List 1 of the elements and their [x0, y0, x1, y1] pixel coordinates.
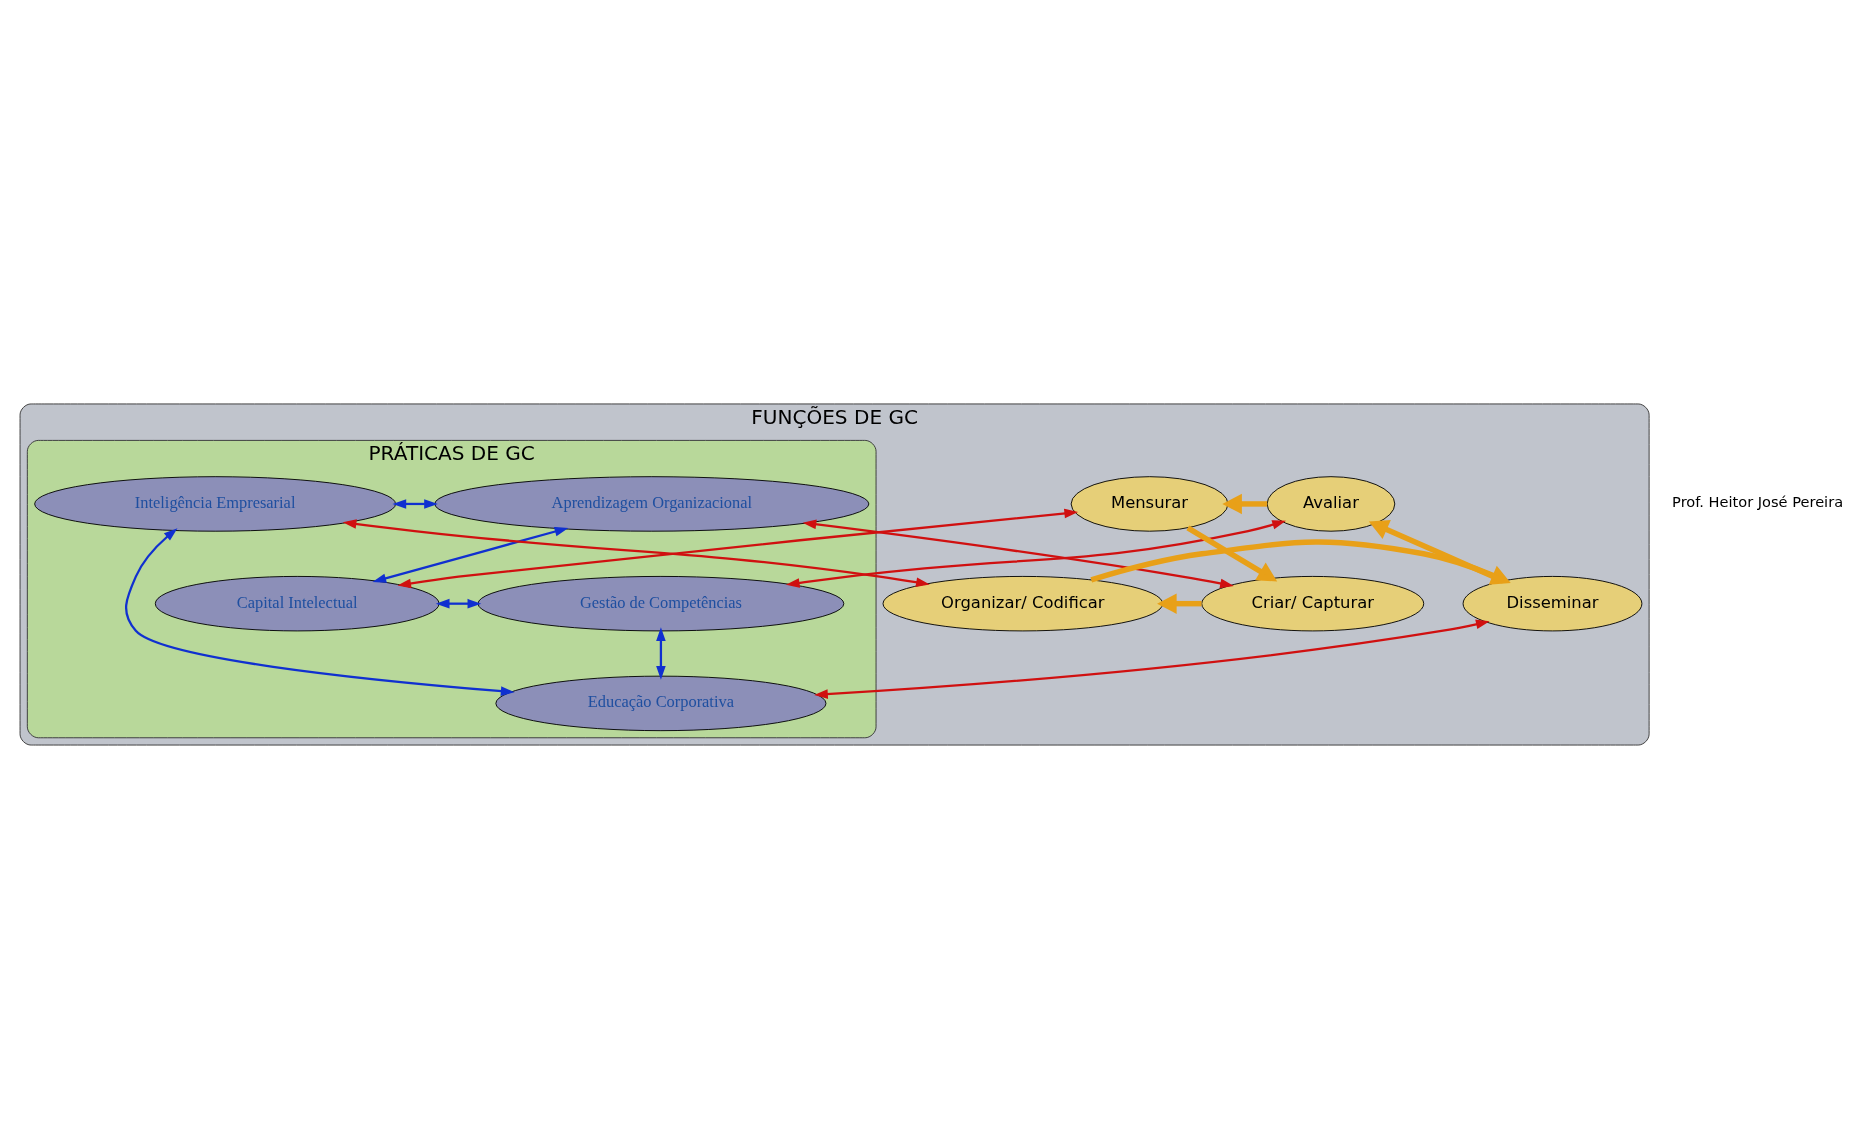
label: Prof. Heitor José Pereira	[1672, 492, 1844, 510]
